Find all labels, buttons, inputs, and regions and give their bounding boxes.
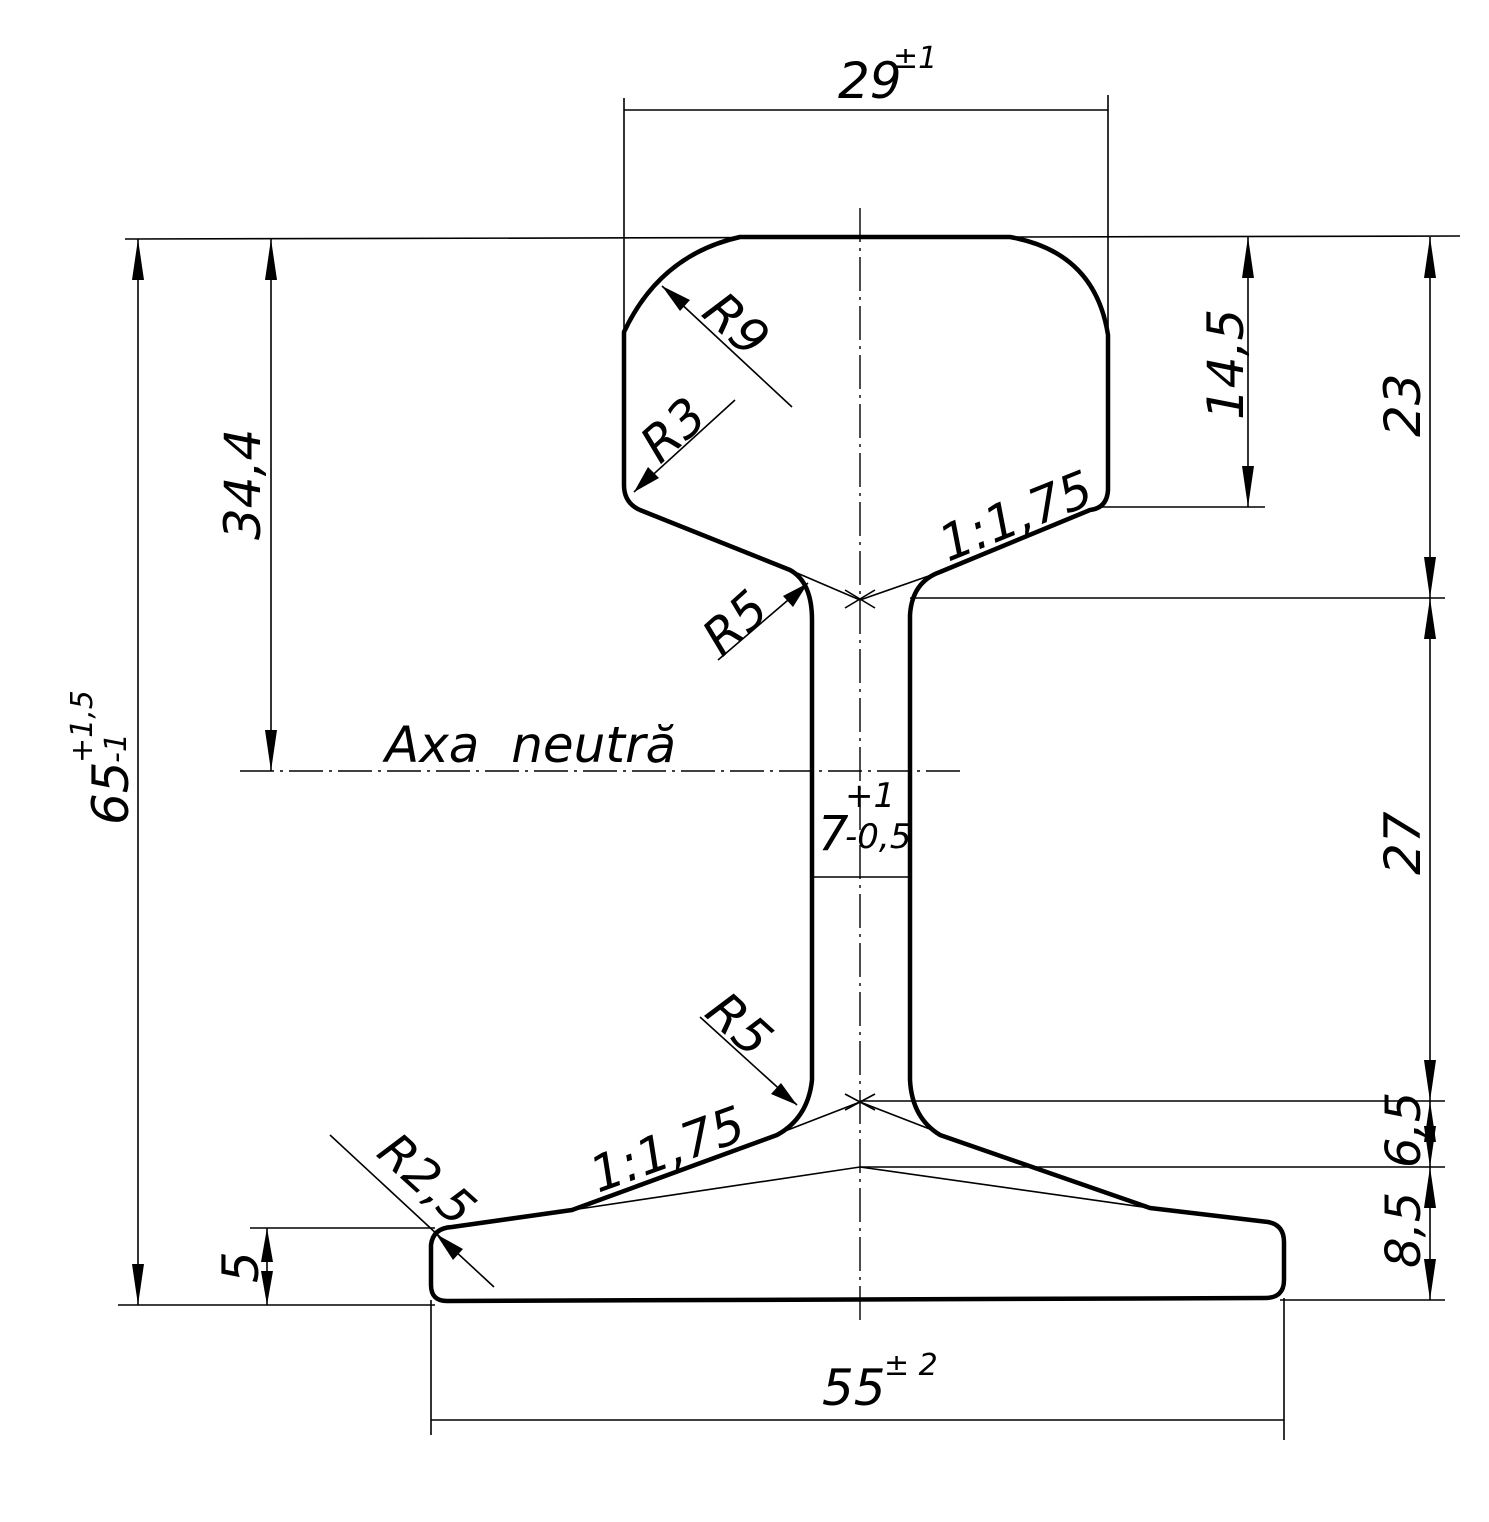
head-height-value: 23 [1374,373,1432,437]
head-flank-height-value: 14,5 [1197,309,1255,420]
web-height-value: 27 [1374,811,1432,875]
dim-head-width: 29 ±1 [838,41,937,110]
head-slope-label: 1:1,75 [931,459,1101,573]
dim-foot-width: 55 ± 2 [822,1348,938,1417]
web-thickness-tolerance-lower: -0,5 [845,817,911,857]
radius-web-bottom-label: R5 [695,981,783,1069]
dimension-lines [137,109,1431,1421]
head-width-value: 29 [838,52,902,110]
head-width-tolerance: ±1 [893,41,937,76]
foot-edge-height-value: 5 [212,1251,270,1283]
rail-profile-outline [428,234,1287,1304]
total-height-value: 65 [82,761,140,825]
radius-leaders [329,285,809,1288]
neutral-axis-label: Axa neutră [382,716,676,774]
foot-slope-label: 1:1,75 [582,1095,752,1204]
dimension-arrows [132,237,1436,1305]
neutral-axis-distance-value: 34,4 [214,429,272,540]
radius-web-top-label: R5 [691,579,779,667]
total-height-tolerance-upper: +1,5 [65,690,100,763]
construction-lines [571,569,1151,1211]
web-thickness-tolerance-upper: +1 [845,776,895,816]
web-thickness-value: 7 [818,806,849,862]
radius-foot-edge-label: R2,5 [367,1122,486,1237]
foot-width-value: 55 [822,1359,886,1417]
radius-head-top-label: R9 [692,281,780,369]
total-height-tolerance-lower: -1 [99,733,134,763]
radius-head-bottom-label: R3 [629,386,717,474]
foot-slope-height-value: 8,5 [1376,1192,1432,1268]
dim-total-height: 65 +1,5 -1 [65,690,140,825]
foot-flank-height-value: 6,5 [1376,1092,1432,1168]
dim-web-thickness: +1 7 -0,5 [818,776,911,862]
extension-lines [118,95,1461,1440]
foot-width-tolerance: ± 2 [884,1348,938,1383]
